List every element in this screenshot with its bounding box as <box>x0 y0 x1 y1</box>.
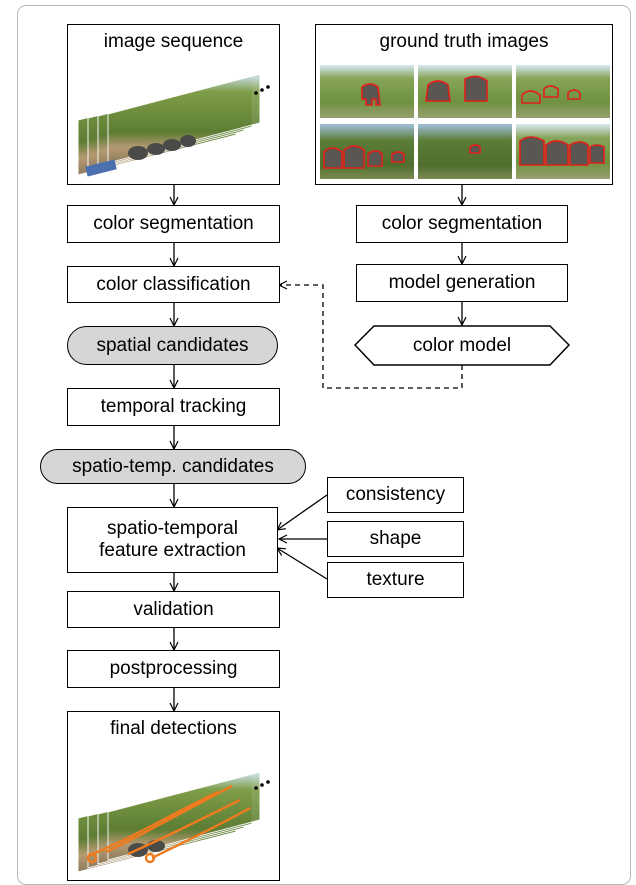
stacked-frames <box>77 73 261 177</box>
color-segmentation-step: color segmentation <box>67 205 280 243</box>
color-classification-step: color classification <box>67 266 280 303</box>
temporal-tracking-step: temporal tracking <box>67 388 280 426</box>
arrow-texture-to-feature <box>277 548 328 580</box>
color-model-label: color model <box>412 334 512 356</box>
detection-tracks <box>86 784 251 864</box>
postprocessing-step: postprocessing <box>67 650 280 688</box>
model-generation-step: model generation <box>356 264 568 302</box>
image-sequence-stack <box>77 73 270 177</box>
spatial-candidates-node: spatial candidates <box>67 326 278 365</box>
consistency-feature: consistency <box>327 477 464 513</box>
color-model-hexagon <box>354 325 570 366</box>
gt-color-segmentation-step: color segmentation <box>356 205 568 243</box>
ellipsis-dots <box>254 85 270 95</box>
shape-feature: shape <box>327 521 464 557</box>
final-detections-title: final detections <box>110 718 237 739</box>
arrow-consistency-to-feature <box>277 494 328 530</box>
feature-extraction-step: spatio-temporal feature extraction <box>67 507 278 573</box>
final-detections-stack <box>77 771 270 873</box>
ground-truth-annotations <box>323 75 605 169</box>
stacked-result-frames <box>77 771 261 873</box>
image-sequence-title: image sequence <box>103 31 244 52</box>
final-ellipsis-dots <box>254 780 270 790</box>
image-sequence-panel: image sequence <box>67 24 280 185</box>
final-detections-panel: final detections <box>67 711 280 881</box>
texture-feature: texture <box>327 562 464 598</box>
ground-truth-title: ground truth images <box>379 31 549 52</box>
spatio-temp-candidates-node: spatio-temp. candidates <box>40 449 306 484</box>
validation-step: validation <box>67 591 280 628</box>
dashed-arrow-colormodel-to-classification <box>279 285 463 389</box>
ground-truth-thumbnails <box>320 65 610 179</box>
